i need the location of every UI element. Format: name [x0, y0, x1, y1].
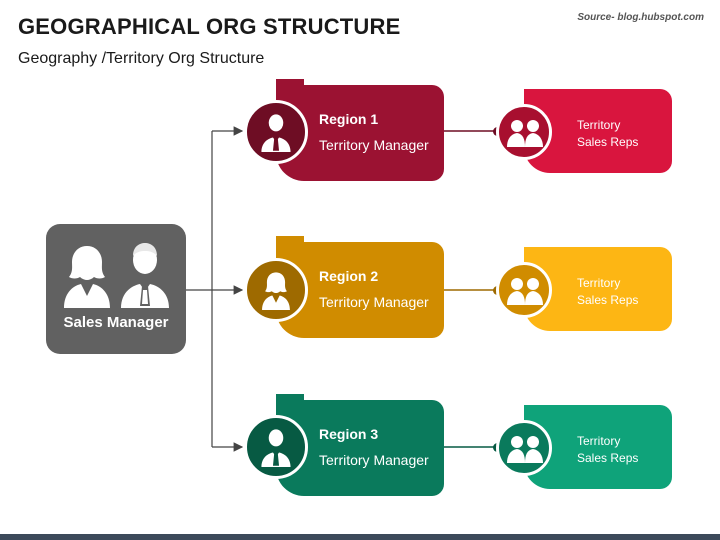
group-people-icon [507, 436, 543, 463]
region-3-reps-avatar [496, 420, 552, 476]
bottom-accent-bar [0, 534, 720, 540]
page-title: GEOGRAPHICAL ORG STRUCTURE [18, 14, 401, 39]
sales-manager-label: Sales Manager [63, 314, 169, 331]
reps-line-1: Territory [577, 118, 621, 132]
region-3-role: Territory Manager [319, 452, 429, 468]
region-2-reps-avatar [496, 262, 552, 318]
source-credit: Source- blog.hubspot.com [577, 12, 704, 23]
region-2-role: Territory Manager [319, 294, 429, 310]
male-person-icon [121, 243, 169, 308]
region-2-reps-label: Territory Sales Reps [577, 275, 638, 309]
region-3-tab [276, 394, 304, 418]
region-3-name: Region 3 [319, 426, 379, 442]
region-1-role: Territory Manager [319, 137, 429, 153]
male-person-icon [261, 114, 291, 152]
reps-line-2: Sales Reps [577, 451, 639, 465]
region-1-avatar [244, 100, 308, 164]
female-person-icon [64, 246, 110, 308]
region-3-avatar [244, 415, 308, 479]
region-1-name: Region 1 [319, 111, 379, 127]
region-1-tab [276, 79, 304, 103]
reps-line-1: Territory [577, 434, 621, 448]
region-2-avatar [244, 258, 308, 322]
region-2-tab [276, 236, 304, 260]
group-people-icon [507, 120, 543, 147]
region-1-reps-label: Territory Sales Reps [577, 117, 638, 151]
region-3-reps-label: Territory Sales Reps [577, 433, 638, 467]
reps-line-2: Sales Reps [577, 293, 639, 307]
reps-line-1: Territory [577, 276, 621, 290]
group-people-icon [507, 278, 543, 305]
region-1-reps-avatar [496, 104, 552, 160]
male-person-icon [261, 429, 291, 467]
region-2-name: Region 2 [319, 268, 379, 284]
sales-manager-node: Sales Manager [46, 224, 186, 354]
female-person-icon [262, 272, 290, 310]
reps-line-2: Sales Reps [577, 135, 639, 149]
page-subtitle: Geography /Territory Org Structure [18, 50, 265, 67]
